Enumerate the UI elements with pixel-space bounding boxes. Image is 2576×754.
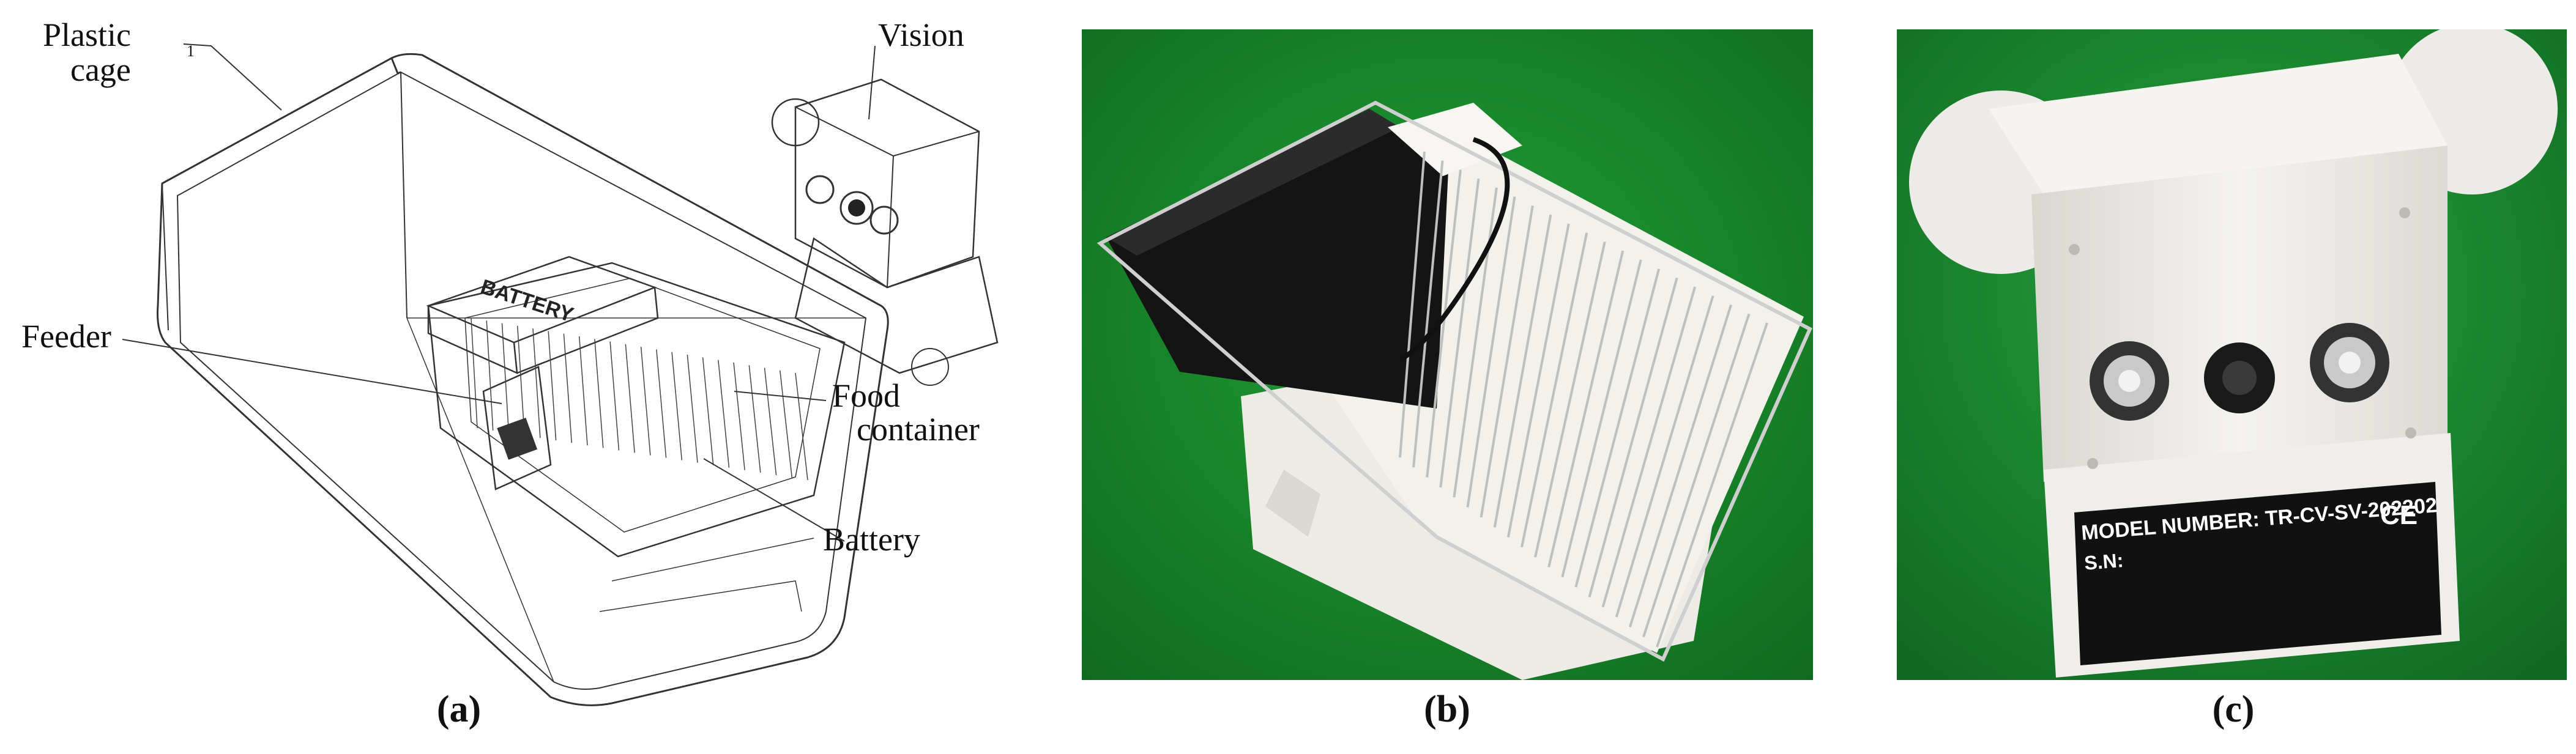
basket-wire: [718, 360, 730, 468]
wire-rack: [1399, 151, 1768, 648]
rack-wire: [1574, 268, 1661, 588]
basket-wire: [733, 362, 745, 470]
ce-mark: CE: [2380, 500, 2418, 530]
rack-wire: [1439, 178, 1480, 488]
basket-wire: [563, 333, 573, 443]
feeder-grid-pattern: [497, 418, 538, 460]
rack-wire: [1466, 196, 1516, 508]
rack-wire: [1615, 295, 1714, 618]
caption-b: (b): [1424, 689, 1470, 730]
food-container-outline: [427, 262, 846, 558]
basket-wire: [656, 349, 667, 458]
vision-leader: [868, 45, 876, 120]
battery-leader: [703, 458, 845, 542]
label-part-number: 1: [187, 42, 195, 60]
power-cable: [1399, 137, 1510, 362]
model-label-plate: [2074, 482, 2441, 665]
basket-wire: [671, 352, 683, 460]
vision-unit-outline: [794, 78, 980, 289]
label-food: Food: [832, 377, 900, 414]
basket-wire: [702, 357, 714, 465]
feeder-outline: [482, 366, 552, 490]
caption-a: (a): [436, 689, 482, 730]
basket-wires: [471, 317, 808, 481]
basket-wire: [594, 339, 604, 448]
label-container: container: [857, 411, 980, 448]
basket-wire: [486, 320, 494, 431]
basket-wire: [780, 370, 793, 478]
rack-wire: [1534, 241, 1606, 558]
basket-wire: [516, 325, 525, 436]
rack-wire: [1628, 304, 1732, 627]
label-cage: cage: [70, 51, 131, 88]
basket-wire: [532, 328, 541, 438]
plastic-cage-outline: [157, 53, 889, 706]
basket-wire: [795, 372, 808, 481]
basket-wire: [609, 341, 620, 451]
panel-c-photo: MODEL NUMBER: TR-CV-SV-202202 S.N: CE: [1897, 29, 2567, 680]
connector-box: [1388, 103, 1522, 176]
label-battery: Battery: [823, 521, 920, 558]
label-plastic: Plastic: [43, 17, 131, 53]
basket-wire: [687, 354, 698, 463]
serial-label-text: S.N:: [2083, 549, 2124, 574]
rack-wire: [1588, 277, 1678, 597]
label-vision: Vision: [878, 17, 964, 53]
rack-wire: [1561, 259, 1642, 578]
basket-wire: [640, 347, 651, 456]
cage-line-drawing: Plastic cage 1 Vision Feeder Food contai…: [21, 17, 999, 706]
rack-wire: [1506, 223, 1570, 538]
feeder-photo-illustration: [1082, 29, 1813, 680]
vision-lens-icon: [848, 199, 865, 216]
battery-black-pack: [1106, 109, 1449, 408]
rack-wire: [1642, 313, 1751, 638]
caption-c: (c): [2212, 689, 2255, 730]
basket-wire: [501, 323, 510, 434]
basket-wire: [625, 344, 635, 453]
food-container-leader: [734, 391, 827, 401]
feeder-side-tab: [1265, 470, 1320, 537]
rack-wire: [1426, 169, 1462, 478]
panel-a-technical-drawing: Plastic cage 1 Vision Feeder Food contai…: [0, 0, 1040, 754]
basket-wire: [578, 336, 588, 446]
feeder-leader: [122, 339, 502, 404]
housing-front-upper: [2031, 146, 2448, 482]
basket-wire: [471, 317, 478, 429]
rack-wire: [1656, 322, 1768, 648]
basket-wire: [748, 365, 761, 473]
rack-wire: [1547, 250, 1625, 567]
rack-wire: [1399, 151, 1426, 458]
vision-unit-photo-illustration: [1897, 29, 2567, 680]
panel-b-photo: [1082, 29, 1813, 680]
rack-wire: [1601, 286, 1697, 608]
rack-wire: [1480, 205, 1534, 518]
screw-holes: [2069, 207, 2416, 469]
rack-wire: [1520, 232, 1588, 548]
rack-wire: [1412, 160, 1444, 468]
rack-frame: [1096, 100, 1812, 662]
rack-wire: [1493, 214, 1552, 528]
basket-wire: [548, 331, 557, 441]
label-feeder: Feeder: [21, 318, 111, 355]
plastic-cage-leader: [183, 43, 282, 111]
basket-wire: [764, 368, 777, 475]
